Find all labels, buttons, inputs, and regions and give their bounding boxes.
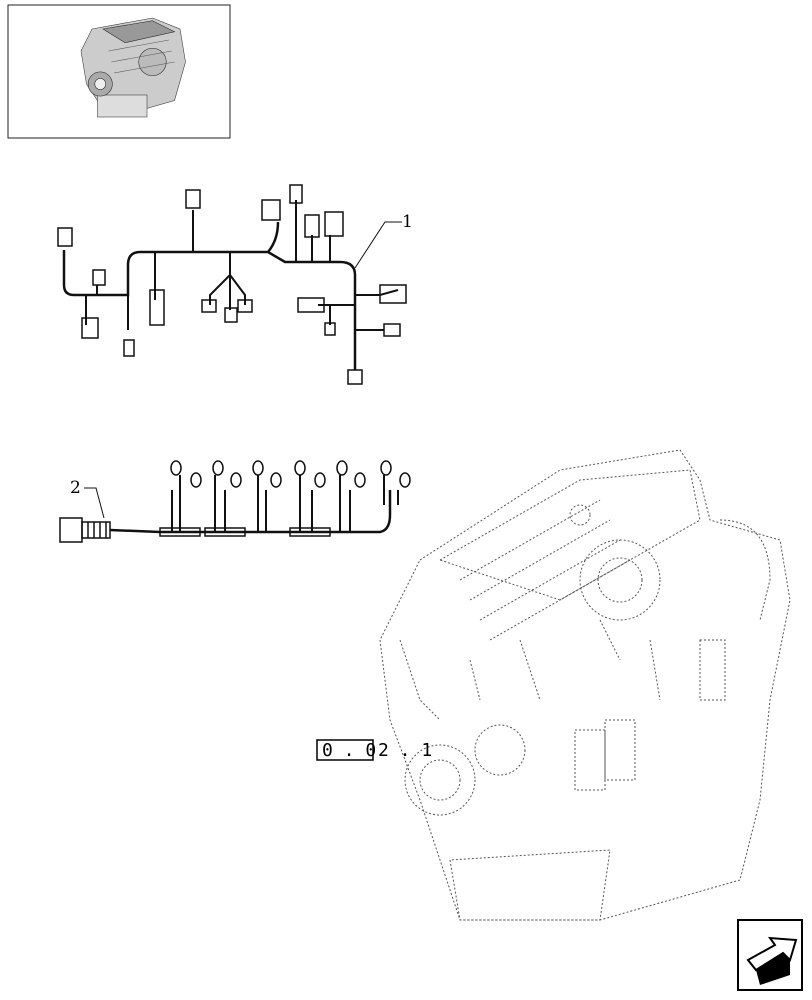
callout-label-1: 1 bbox=[402, 212, 413, 232]
reference-box-text: 0 . 0 bbox=[322, 740, 376, 761]
engine-thumbnail[interactable] bbox=[7, 4, 231, 139]
wiring-harness-2[interactable] bbox=[59, 460, 411, 543]
reference-code[interactable]: 0 . 0 2 . 1 bbox=[316, 739, 432, 761]
thumbnail-engine-icon bbox=[80, 17, 186, 118]
reference-suffix: 2 . 1 bbox=[378, 740, 432, 761]
next-page-arrow-icon[interactable] bbox=[737, 919, 803, 991]
wiring-harness-1[interactable] bbox=[57, 184, 407, 385]
engine-outline bbox=[379, 449, 791, 921]
callout-label-2: 2 bbox=[70, 478, 81, 498]
callout-leader-2 bbox=[84, 487, 105, 519]
callout-leader-1 bbox=[354, 221, 402, 269]
ring-terminals bbox=[170, 460, 411, 488]
